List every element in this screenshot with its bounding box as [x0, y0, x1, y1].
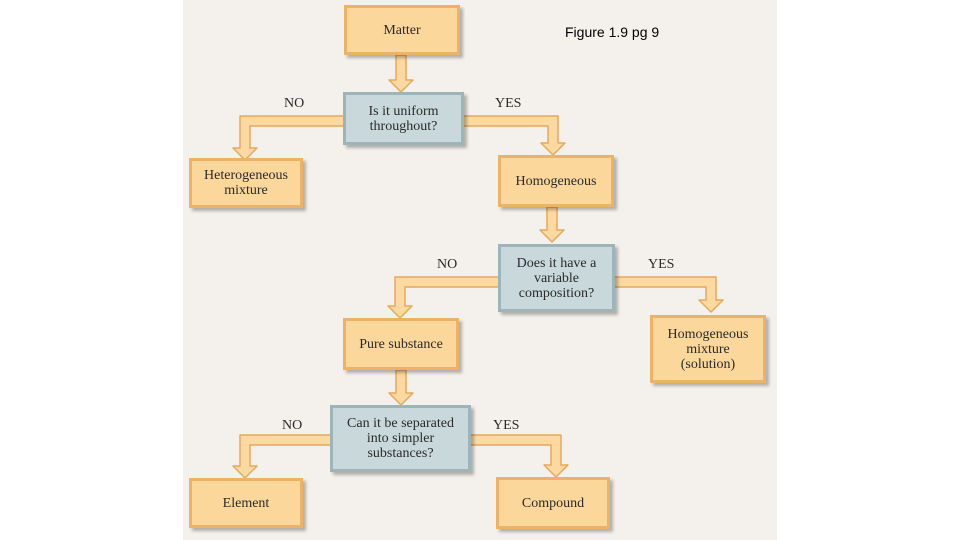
- node-variable-composition: Does it have a variable composition?: [498, 244, 615, 312]
- arrow-homogeneous-to-variable: [539, 206, 565, 243]
- label-separated-yes: YES: [493, 418, 520, 433]
- arrow-separated-yes: [469, 434, 569, 478]
- label-uniform-yes: YES: [495, 96, 522, 111]
- node-compound: Compound: [496, 477, 610, 529]
- label-uniform-no: NO: [284, 96, 305, 111]
- node-heterogeneous-mixture: Heterogeneous mixture: [189, 158, 303, 208]
- arrow-variable-no: [387, 276, 501, 319]
- node-can-be-separated: Can it be separated into simpler substan…: [330, 405, 471, 472]
- node-pure-substance: Pure substance: [343, 318, 459, 370]
- node-matter: Matter: [344, 5, 460, 55]
- label-variable-no: NO: [437, 257, 458, 272]
- label-separated-no: NO: [282, 418, 303, 433]
- arrow-uniform-no: [232, 115, 346, 161]
- label-variable-yes: YES: [648, 257, 675, 272]
- arrow-matter-to-uniform: [388, 54, 414, 93]
- arrow-variable-yes: [612, 276, 724, 313]
- node-homogeneous: Homogeneous: [498, 155, 614, 207]
- arrow-uniform-yes: [462, 115, 566, 156]
- diagram-panel: [183, 0, 777, 540]
- node-homogeneous-solution: Homogeneous mixture (solution): [650, 315, 766, 383]
- node-is-it-uniform: Is it uniform throughout?: [343, 92, 464, 145]
- figure-caption: Figure 1.9 pg 9: [565, 24, 660, 40]
- arrow-separated-no: [232, 434, 333, 479]
- arrow-pure-to-separated: [388, 369, 414, 406]
- node-element: Element: [189, 478, 303, 528]
